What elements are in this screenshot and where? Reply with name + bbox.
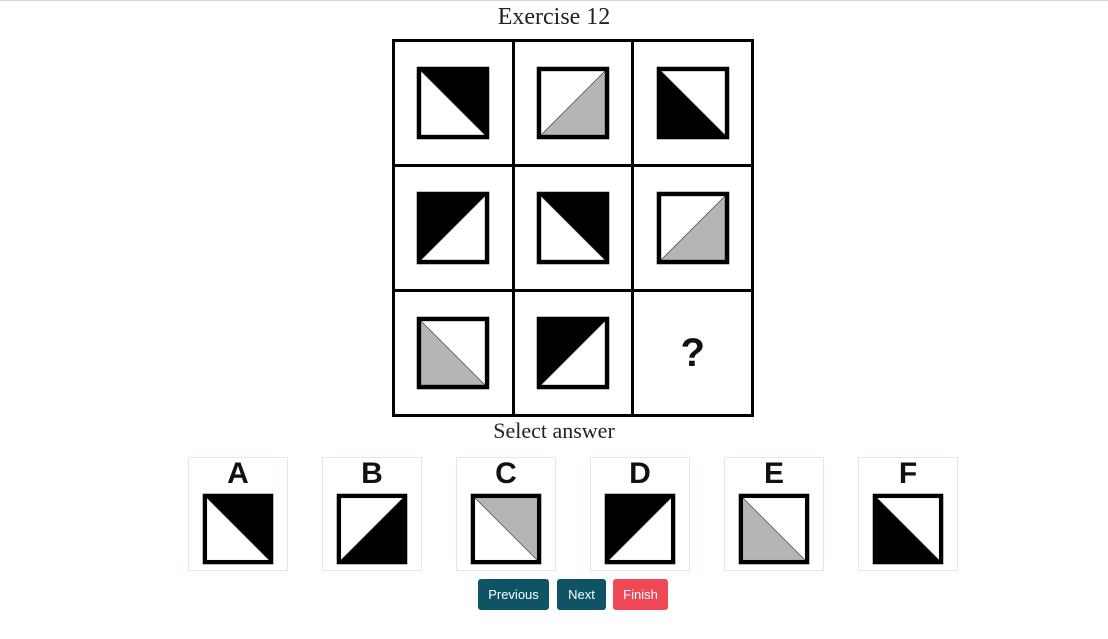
option-letter: A bbox=[227, 457, 249, 490]
puzzle-cell-8 bbox=[514, 292, 632, 414]
finish-button[interactable]: Finish bbox=[613, 579, 668, 610]
puzzle-cell-missing: ? bbox=[634, 292, 751, 414]
half-shaded-square-icon bbox=[417, 316, 490, 390]
select-answer-prompt: Select answer bbox=[493, 418, 615, 443]
option-f[interactable]: F bbox=[858, 457, 958, 571]
puzzle-cell-2 bbox=[514, 42, 632, 164]
question-mark: ? bbox=[680, 330, 705, 375]
half-shaded-square-icon bbox=[656, 66, 729, 140]
half-shaded-square-icon bbox=[872, 493, 944, 565]
option-letter: E bbox=[763, 457, 784, 490]
option-letter: F bbox=[898, 457, 918, 490]
half-shaded-square-icon bbox=[536, 316, 610, 390]
answer-options: A B C D E F bbox=[0, 457, 1108, 573]
option-e[interactable]: E bbox=[724, 457, 824, 571]
puzzle-cell-6 bbox=[634, 167, 751, 289]
half-shaded-square-icon bbox=[336, 493, 408, 565]
next-button[interactable]: Next bbox=[557, 579, 606, 610]
puzzle-cell-3 bbox=[634, 42, 751, 164]
half-shaded-square-icon bbox=[202, 493, 274, 565]
option-letter: D bbox=[629, 457, 651, 490]
half-shaded-square-icon bbox=[470, 493, 542, 565]
half-shaded-square-icon bbox=[536, 66, 610, 140]
half-shaded-square-icon bbox=[417, 191, 490, 265]
option-d[interactable]: D bbox=[590, 457, 690, 571]
previous-button[interactable]: Previous bbox=[478, 579, 549, 610]
option-letter: B bbox=[361, 457, 383, 490]
option-b[interactable]: B bbox=[322, 457, 422, 571]
half-shaded-square-icon bbox=[417, 66, 490, 140]
half-shaded-square-icon bbox=[604, 493, 676, 565]
half-shaded-square-icon bbox=[738, 493, 810, 565]
navigation-buttons: Previous Next Finish bbox=[0, 579, 1108, 610]
option-c[interactable]: C bbox=[456, 457, 556, 571]
half-shaded-square-icon bbox=[656, 191, 729, 265]
puzzle-cell-7 bbox=[395, 292, 512, 414]
option-letter: C bbox=[495, 457, 517, 490]
half-shaded-square-icon bbox=[536, 191, 610, 265]
puzzle-grid: ? bbox=[392, 39, 754, 417]
top-divider bbox=[0, 0, 1108, 1]
option-a[interactable]: A bbox=[188, 457, 288, 571]
puzzle-cell-5 bbox=[514, 167, 632, 289]
exercise-title: Exercise 12 bbox=[497, 4, 611, 30]
puzzle-cell-1 bbox=[395, 42, 512, 164]
puzzle-cell-4 bbox=[395, 167, 512, 289]
